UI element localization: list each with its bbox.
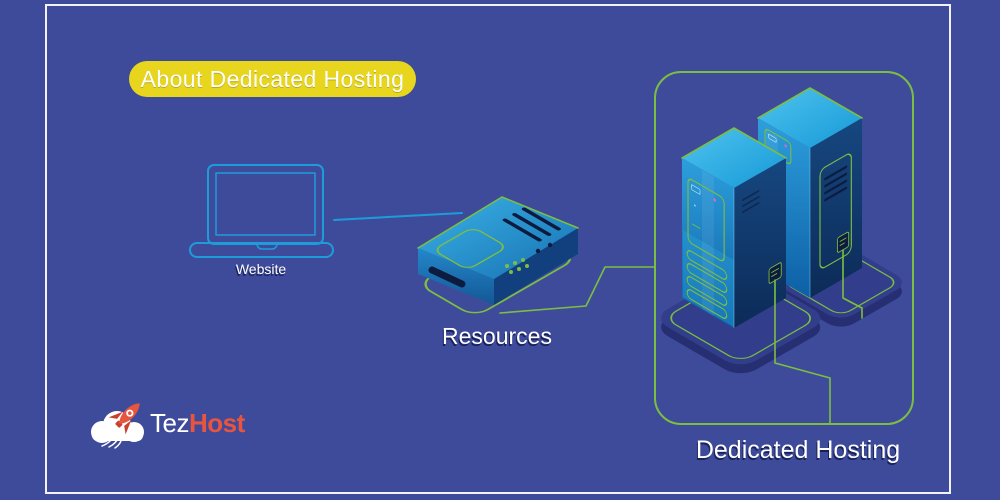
logo-text-host: Host (188, 408, 245, 438)
router-vents (502, 207, 561, 242)
tezhost-cloud-rocket-icon (91, 403, 144, 449)
router-to-servers-wire (499, 266, 656, 314)
server-tower-left-icon (681, 127, 831, 424)
rocket-icon (108, 403, 140, 435)
resources-label: Resources (442, 323, 552, 349)
dedicated-hosting-outline-box (654, 71, 914, 425)
tezhost-logo: TezHost (84, 394, 304, 452)
website-label: Website (235, 261, 287, 277)
title-badge-label: About Dedicated Hosting (140, 65, 405, 92)
router-status-lights (505, 242, 553, 274)
laptop-icon (189, 164, 334, 258)
router-slot (428, 266, 466, 288)
title-badge: About Dedicated Hosting (129, 61, 416, 97)
server-wire-right (842, 249, 863, 319)
server-wire-left (774, 279, 831, 424)
dedicated-hosting-label: Dedicated Hosting (695, 436, 901, 464)
router-icon (417, 196, 579, 305)
rocket-speed-lines (101, 433, 123, 449)
laptop-router-connector-line (333, 212, 463, 221)
logo-text-tez: Tez (150, 408, 189, 438)
tezhost-logo-text: TezHost (150, 408, 245, 438)
